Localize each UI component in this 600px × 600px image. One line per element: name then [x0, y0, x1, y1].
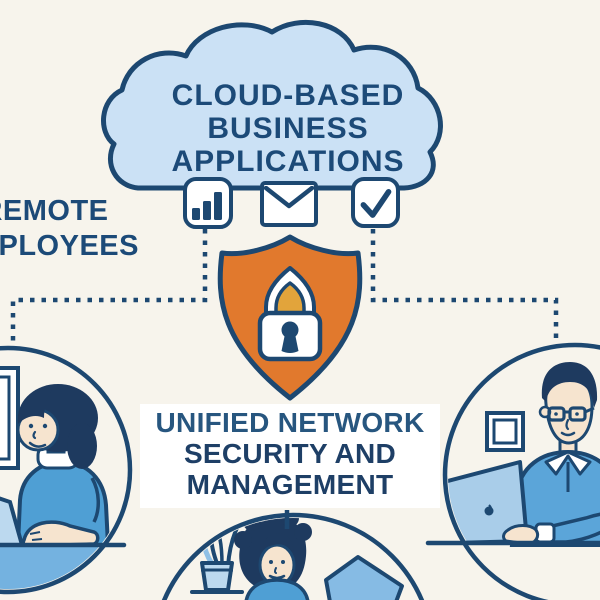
bottom-circle-outline: [161, 512, 425, 600]
email-icon: [260, 181, 318, 227]
checkmark-icon: [351, 177, 400, 228]
cloud-outline: [101, 19, 443, 191]
bottom-worker-scene: [190, 518, 404, 600]
cloud-title-line3: APPLICATIONS: [171, 145, 405, 178]
center-title-line3: MANAGEMENT: [186, 469, 394, 500]
right-worker-scene: [448, 362, 600, 547]
picture-frame: [485, 411, 525, 452]
cloud-title-line2: BUSINESS: [207, 112, 369, 145]
envelope-glyph: [264, 186, 314, 209]
center-title: UNIFIED NETWORK SECURITY AND MANAGEMENT: [140, 404, 440, 508]
left-circle-outline: [0, 345, 133, 595]
padlock-icon: [257, 266, 323, 362]
right-circle-outline: [442, 342, 600, 600]
cloud-title: CLOUD-BASED BUSINESS APPLICATIONS: [132, 79, 444, 178]
checkmark-glyph: [360, 188, 392, 218]
bar-chart-glyph: [192, 192, 222, 220]
remote-employees-label: REMOTE EMPLOYEES: [0, 194, 139, 264]
glasses: [547, 406, 595, 422]
remote-label-line2: EMPLOYEES: [0, 230, 139, 262]
connector-right: [370, 229, 559, 342]
cloud-title-line1: CLOUD-BASED: [171, 79, 405, 112]
laptop-bottom: [324, 555, 404, 600]
bar-chart-icon: [183, 177, 233, 229]
center-title-line1: UNIFIED NETWORK: [155, 407, 425, 438]
woman-figure: [234, 518, 312, 600]
remote-label-line1: REMOTE: [0, 195, 109, 227]
woman-figure: [15, 384, 111, 548]
center-title-line2: SECURITY AND: [183, 438, 397, 469]
connector-left: [10, 229, 208, 348]
